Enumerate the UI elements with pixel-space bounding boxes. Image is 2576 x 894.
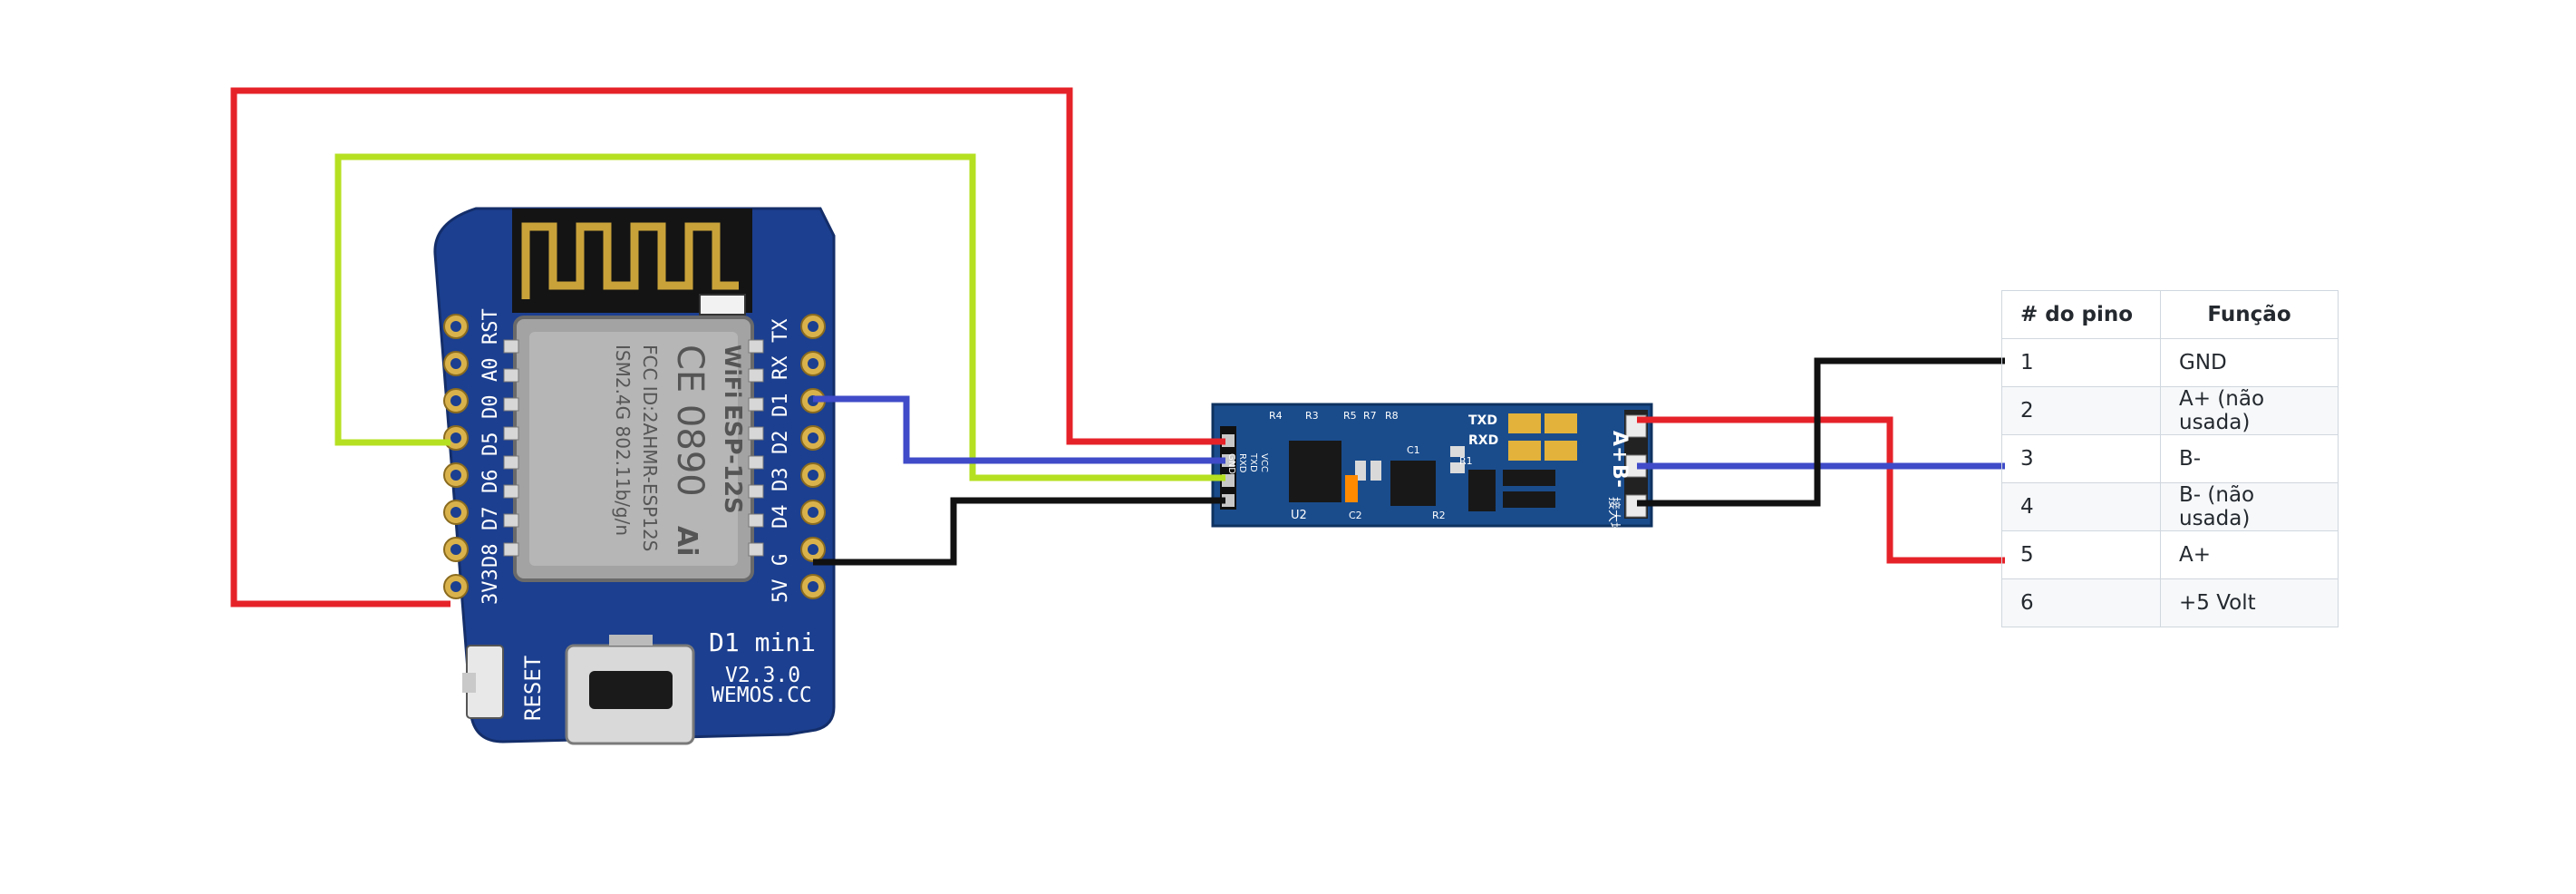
- rs485-component-label: R5: [1343, 410, 1357, 422]
- table-row: 3 B-: [2001, 434, 2339, 483]
- pin-number-cell: 6: [2001, 578, 2161, 627]
- antenna-trace: [512, 209, 752, 316]
- pin-label-right: RX: [770, 355, 792, 380]
- rs485-component-label: C2: [1349, 510, 1362, 521]
- module-brand-text: WiFi: [720, 345, 745, 398]
- rs485-component-label: R1: [1459, 455, 1473, 467]
- pin-function-cell: A+: [2160, 530, 2339, 579]
- module-logo-text: Ai: [671, 526, 702, 557]
- pin-function-cell: GND: [2160, 338, 2339, 387]
- pin-label-left: D5: [479, 432, 502, 457]
- pin-number-cell: 2: [2001, 386, 2161, 435]
- pin-function-cell: +5 Volt: [2160, 578, 2339, 627]
- pin-label-left: D8: [479, 544, 502, 568]
- table-row: 2 A+ (não usada): [2001, 386, 2339, 435]
- pin-number-cell: 5: [2001, 530, 2161, 579]
- wire-green-d5-to-rxd: [334, 153, 1225, 481]
- pin-number-header: # do pino: [2001, 290, 2161, 339]
- pin-label-right: D3: [770, 468, 792, 492]
- rs485-a-label: A+: [1608, 431, 1631, 462]
- pin-label-right: D1: [770, 394, 792, 418]
- table-row: 5 A+: [2001, 530, 2339, 579]
- pin-label-left: D7: [479, 507, 502, 531]
- wire-red-a-to-pin5: [1637, 416, 2005, 564]
- pin-label-right: D4: [770, 505, 792, 530]
- wire-blue-d1-to-txd: [813, 395, 1225, 464]
- board-brand-label: WEMOS.CC: [712, 684, 812, 707]
- pin-label-right: G: [770, 554, 792, 566]
- wire-black-gnd-to-pin1: [1637, 357, 2005, 507]
- rs485-component-label: R3: [1305, 410, 1319, 422]
- rs485-rxd-label: RXD: [1468, 433, 1498, 448]
- board-name-label: D1 mini: [709, 627, 816, 657]
- pin-label-left: D0: [479, 395, 502, 420]
- pin-label-right: D2: [770, 431, 792, 455]
- rs485-ground-label: 接大地: [1606, 497, 1622, 535]
- rs485-component-label: R7: [1363, 410, 1377, 422]
- table-row: 6 +5 Volt: [2001, 578, 2339, 627]
- function-header: Função: [2160, 290, 2339, 339]
- pin-function-cell: B-: [2160, 434, 2339, 483]
- pin-number-cell: 3: [2001, 434, 2161, 483]
- rs485-pin-label: RXD: [1237, 453, 1247, 473]
- reset-label: RESET: [520, 656, 546, 721]
- table-header-row: # do pino Função: [2001, 290, 2339, 339]
- rs485-pin-label: VCC: [1259, 453, 1269, 472]
- module-ism-text: ISM2.4G 802.11b/g/n: [612, 345, 634, 536]
- module-fcc-text: FCC ID:2AHMR-ESP12S: [639, 345, 661, 551]
- rs485-u2-label: U2: [1291, 509, 1307, 522]
- wire-black-g-to-gnd: [813, 497, 1225, 566]
- rs485-component-label: R4: [1269, 410, 1283, 422]
- module-ce-text: CE 0890: [669, 345, 711, 497]
- pin-number-cell: 1: [2001, 338, 2161, 387]
- pin-label-right: 5V: [770, 579, 792, 604]
- rs485-ic-u2: [1390, 461, 1436, 506]
- rs485-component-label: R8: [1385, 410, 1399, 422]
- pin-function-cell: B- (não usada): [2160, 482, 2339, 531]
- reset-button: [462, 645, 504, 719]
- rs485-b-label: B-: [1608, 464, 1631, 488]
- pin-label-left: 3V3: [479, 568, 502, 605]
- board-version-label: V2.3.0: [725, 664, 800, 687]
- micro-usb-port: [565, 635, 695, 745]
- pin-label-left: A0: [479, 358, 502, 383]
- table-row: 4 B- (não usada): [2001, 482, 2339, 531]
- pin-number-cell: 4: [2001, 482, 2161, 531]
- module-model-text: ESP-12S: [719, 404, 746, 514]
- table-row: 1 GND: [2001, 338, 2339, 387]
- rs485-pin-label: TXD: [1248, 452, 1258, 472]
- rs485-component-label: C1: [1407, 444, 1420, 456]
- rs485-pin-label: GND: [1226, 453, 1236, 474]
- rs485-ic-u1: [1289, 441, 1341, 502]
- wire-red-3v3-to-vcc: [230, 87, 1225, 607]
- rs485-component-label: R2: [1432, 510, 1446, 521]
- pin-label-left: D6: [479, 470, 502, 494]
- pin-function-table: # do pino Função 1 GND 2 A+ (não usada) …: [2001, 290, 2339, 627]
- pin-label-left: RST: [479, 308, 502, 345]
- pin-label-right: TX: [770, 318, 792, 343]
- pin-function-cell: A+ (não usada): [2160, 386, 2339, 435]
- rs485-txd-label: TXD: [1468, 413, 1497, 428]
